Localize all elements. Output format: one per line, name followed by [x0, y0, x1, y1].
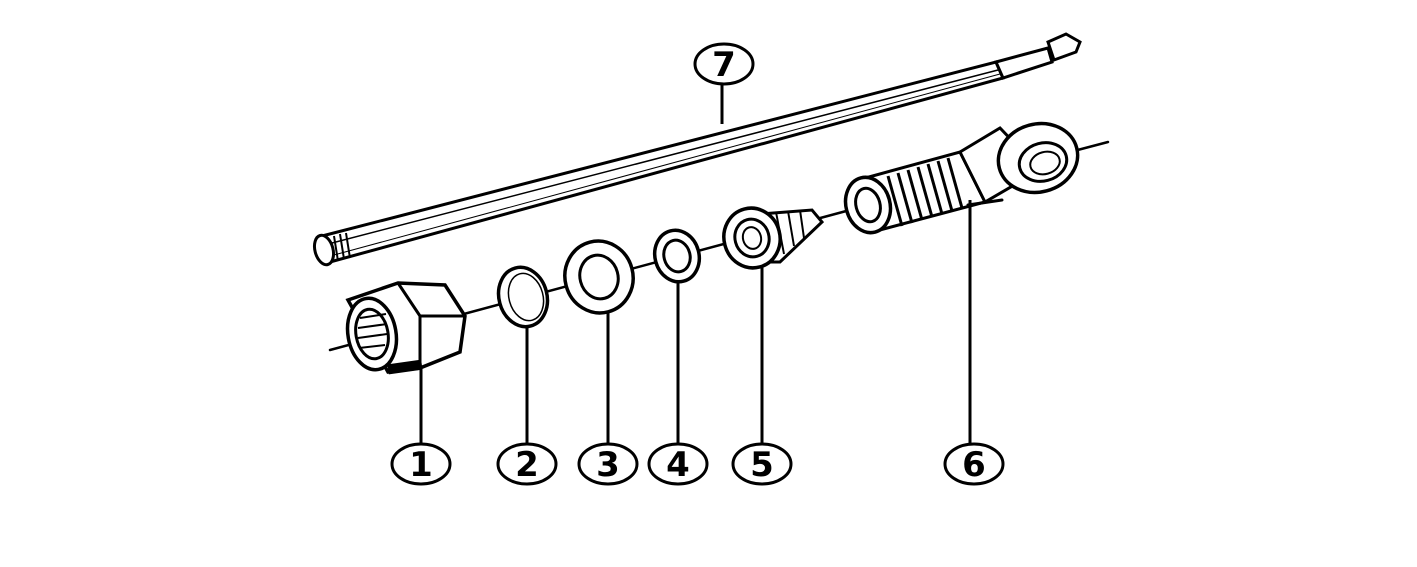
part-5-cone — [722, 206, 825, 270]
callout-1-label: 1 — [409, 445, 433, 485]
callout-5-label: 5 — [750, 445, 774, 485]
callout-4-label: 4 — [666, 445, 690, 485]
callout-1: 1 — [390, 442, 452, 486]
callout-6-label: 6 — [962, 445, 986, 485]
callout-4: 4 — [647, 442, 709, 486]
callout-5: 5 — [731, 442, 793, 486]
callout-2-label: 2 — [515, 445, 539, 485]
part-1-hex-nut — [345, 281, 467, 375]
callout-7-label: 7 — [712, 45, 736, 85]
part-2-disc — [496, 265, 550, 329]
part-6-eye-fitting — [843, 121, 1080, 235]
part-4-small-washer — [652, 228, 702, 284]
part-7-rod — [312, 32, 1082, 267]
callout-3-label: 3 — [596, 445, 620, 485]
callout-2: 2 — [496, 442, 558, 486]
leader-lines — [419, 84, 972, 444]
part-3-large-washer — [563, 239, 635, 315]
callout-3: 3 — [577, 442, 639, 486]
callout-7: 7 — [693, 42, 755, 86]
callout-6: 6 — [943, 442, 1005, 486]
